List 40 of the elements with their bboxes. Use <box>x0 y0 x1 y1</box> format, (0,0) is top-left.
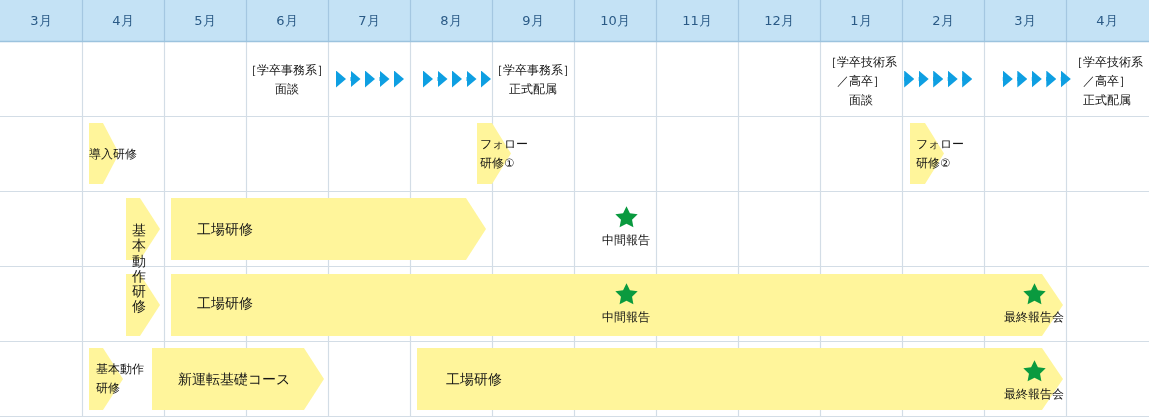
phase-bar <box>171 198 486 260</box>
month-label: 2月 <box>932 13 954 29</box>
month-label: 10月 <box>600 13 630 29</box>
month-label: 3月 <box>30 13 52 29</box>
milestone-label: 最終報告会 <box>1004 386 1064 402</box>
event-label: ［学卒技術系／高卒］ 正式配属 <box>1070 52 1144 110</box>
month-label: 4月 <box>112 13 134 29</box>
month-label: 1月 <box>850 13 872 29</box>
month-label: 7月 <box>358 13 380 29</box>
phase-bar <box>89 348 143 410</box>
phase-bar <box>417 348 1063 410</box>
milestone-label: 中間報告 <box>602 309 650 325</box>
month-label: 12月 <box>764 13 794 29</box>
phase-label: 基本動作研修 <box>132 223 146 315</box>
month-label: 5月 <box>194 13 216 29</box>
phase-label: 基本動作研修 <box>96 361 145 397</box>
month-label: 9月 <box>522 13 544 29</box>
event-label: ［学卒事務系］ 正式配属 <box>491 61 575 99</box>
phase-label: 工場研修 <box>446 370 502 388</box>
phase-label: フォロー研修② <box>916 135 965 172</box>
month-label: 6月 <box>276 13 298 29</box>
month-label: 8月 <box>440 13 462 29</box>
phase-bar <box>126 198 160 336</box>
event-label: ［学卒事務系］ 面談 <box>245 61 329 99</box>
phase-bar <box>910 123 963 184</box>
phase-bar <box>477 123 527 184</box>
phase-label: 工場研修 <box>197 294 253 312</box>
milestone-label: 最終報告会 <box>1004 309 1064 325</box>
event-label: ［学卒技術系／高卒］ 面談 <box>824 52 898 110</box>
phase-bar <box>152 348 324 410</box>
phase-label: 導入研修 <box>89 145 137 162</box>
month-label: 11月 <box>682 13 712 29</box>
milestone-label: 中間報告 <box>602 232 650 248</box>
phase-label: フォロー研修① <box>480 135 529 172</box>
phase-label: 新運転基礎コース <box>178 370 290 388</box>
month-label: 4月 <box>1096 13 1118 29</box>
phase-bar <box>171 274 1063 336</box>
phase-bar <box>89 123 136 184</box>
phase-label: 工場研修 <box>197 220 253 238</box>
month-label: 3月 <box>1014 13 1036 29</box>
